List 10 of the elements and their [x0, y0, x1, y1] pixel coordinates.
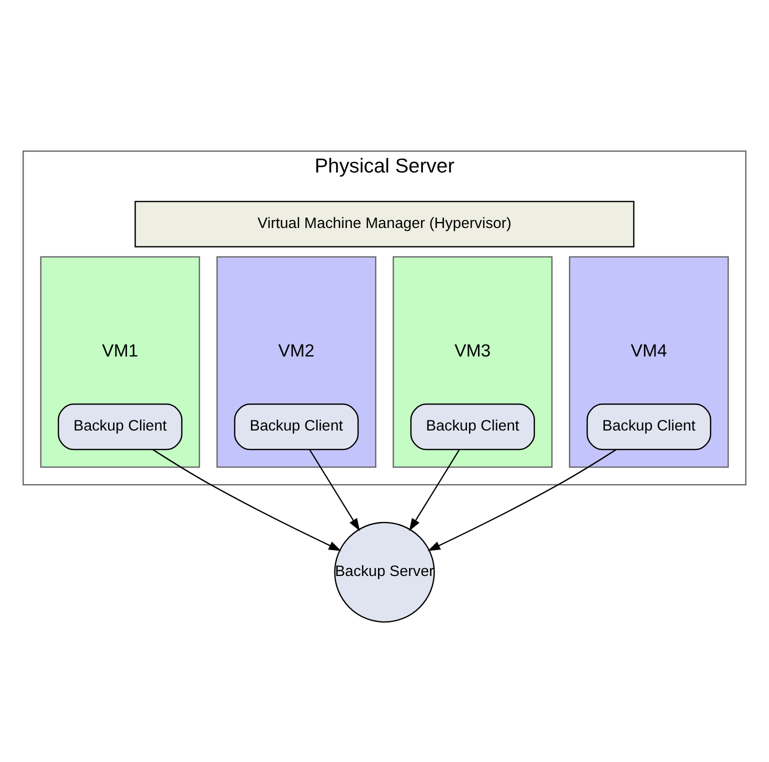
arrow	[152, 448, 342, 550]
node-box: Backup Client	[586, 403, 712, 450]
arrow	[409, 448, 460, 531]
node-box: Virtual Machine Manager (Hypervisor)	[134, 200, 634, 247]
node-circle: Backup Server	[334, 521, 435, 622]
node-box: Backup Client	[234, 403, 359, 450]
node-box: Backup Client	[410, 403, 535, 450]
arrow	[428, 448, 617, 550]
node-box: Backup Client	[58, 403, 182, 450]
arrow	[309, 448, 360, 531]
